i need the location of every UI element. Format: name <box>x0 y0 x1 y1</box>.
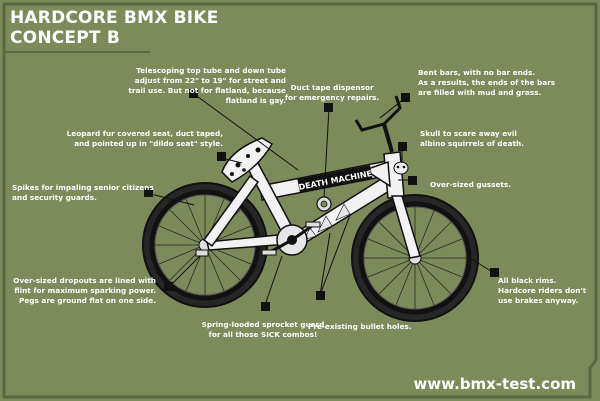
marker-telescoping <box>189 89 198 98</box>
marker-skull <box>398 142 407 151</box>
rear-peg <box>195 249 209 257</box>
note-rims: All black rims. Hardcore riders don't us… <box>498 276 587 305</box>
callout-markers <box>144 89 499 311</box>
note-sprocket: Spring-looded sprocket guard for all tho… <box>201 320 325 339</box>
note-telescoping: Telescoping top tube and down tube adjus… <box>128 66 286 105</box>
front-wheel <box>351 194 479 322</box>
title-line-2: CONCEPT B <box>10 28 120 48</box>
marker-spikes <box>144 188 153 197</box>
marker-rims <box>490 268 499 277</box>
duct-tape-roll <box>316 196 332 212</box>
leopard-seat <box>221 137 274 183</box>
note-skull: Skull to scare away evil albino squirrel… <box>420 129 524 148</box>
marker-bent-bars <box>401 93 410 102</box>
note-spikes: Spikes for impaling senior citizens and … <box>12 183 154 202</box>
skull-ornament <box>393 161 409 175</box>
marker-sprocket <box>261 302 270 311</box>
marker-duct-tape <box>324 103 333 112</box>
marker-bullet <box>316 291 325 300</box>
crankset <box>261 221 321 256</box>
website-url: www.bmx-test.com <box>413 375 576 393</box>
marker-gussets <box>408 176 417 185</box>
callout-lines <box>146 93 495 306</box>
note-bent-bars: Bent bars, with no bar ends. As a result… <box>418 68 556 97</box>
marker-seat <box>217 152 226 161</box>
stem <box>382 123 394 153</box>
title-line-1: HARDCORE BMX BIKE <box>10 8 219 28</box>
marker-dropouts <box>164 282 173 291</box>
diagram-title: HARDCORE BMX BIKE CONCEPT B <box>10 8 219 48</box>
note-duct-tape: Duct tape dispensor for emergency repair… <box>284 83 380 102</box>
note-dropouts: Over-sized dropouts are lined with flint… <box>13 276 156 305</box>
handlebars <box>354 95 402 132</box>
note-bullet: Pre-existing bullet holes. <box>308 322 412 331</box>
note-gussets: Over-sized gussets. <box>430 180 511 189</box>
note-seat: Leopard fur covered seat, duct taped, an… <box>66 129 223 148</box>
frame-label-panel <box>297 165 373 193</box>
